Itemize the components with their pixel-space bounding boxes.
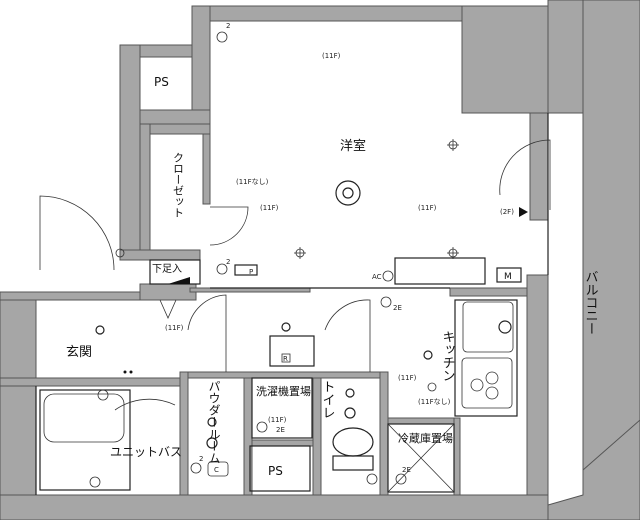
anno-light-11f-top: (11F) — [322, 52, 341, 60]
wall-bottom — [0, 494, 549, 520]
anno-outlet-2e-kitchen: 2E — [393, 304, 402, 312]
wall-right-pillar — [529, 112, 549, 221]
anno-11f-nashi-closet: (11Fなし) — [236, 178, 269, 186]
wall-bath-right — [179, 371, 189, 496]
wall-ps-bottom — [139, 109, 211, 125]
anno-outlet-2-bath: 2 — [199, 455, 203, 463]
wall-ps-bottom-top — [251, 439, 314, 447]
wall-ps-top — [139, 44, 193, 58]
anno-meter: M — [504, 272, 512, 282]
anno-bath-c: C — [214, 466, 219, 474]
label-ps-top: PS — [154, 75, 169, 89]
wall-closet-bottom — [119, 249, 201, 261]
anno-11f-nashi-kitchen: (11Fなし) — [418, 398, 451, 406]
wall-toilet-right — [379, 371, 389, 496]
wall-bath-top — [0, 377, 181, 387]
wall-closet-top-inner — [149, 123, 211, 135]
kitchen-light — [423, 350, 433, 360]
anno-11f-washer: (11F) — [268, 416, 287, 424]
doors — [39, 139, 551, 411]
label-powder-room: パウダールーム — [207, 380, 221, 464]
label-washer-space: 洗濯機置場 — [256, 384, 311, 398]
wall-closet-left — [139, 123, 151, 258]
shoe-mark — [168, 277, 190, 284]
anno-11f-hall: (11F) — [165, 324, 184, 332]
wall-fridge-right — [453, 417, 461, 496]
label-unit-bath: ユニットバス — [110, 445, 182, 459]
label-balcony: バルコニー — [583, 270, 599, 335]
anno-outlet-2e-fridge: 2E — [402, 466, 411, 474]
toilet-bowl — [332, 427, 374, 457]
bath-controller — [207, 461, 229, 477]
wall-kitchen-top — [449, 287, 528, 297]
intercom-box — [281, 353, 291, 363]
powder-light — [207, 417, 217, 427]
fixtures — [89, 31, 528, 488]
label-entrance: 玄関 — [66, 345, 92, 360]
ceiling-light-main — [335, 180, 361, 206]
anno-outlet-2-shoe: 2 — [226, 258, 230, 266]
label-western-room: 洋室 — [340, 138, 366, 154]
anno-intercom-r: R — [283, 355, 288, 363]
wall-fridge-top — [387, 417, 459, 425]
anno-outlet-2e-washer: 2E — [276, 426, 285, 434]
toilet-fan — [344, 407, 356, 419]
outlet-symbols — [89, 31, 437, 488]
label-kitchen: キッチン — [440, 330, 455, 382]
label-fridge-space: 冷蔵庫置場 — [398, 431, 453, 445]
wall-top-right-block — [461, 5, 549, 114]
label-toilet: トイレ — [320, 380, 335, 419]
powder-fan — [206, 437, 218, 449]
wall-right-lower — [526, 274, 549, 520]
wall-left-outer — [0, 291, 37, 520]
toilet-light — [345, 388, 355, 398]
anno-ac: AC — [372, 273, 382, 281]
label-ps-bottom: PS — [268, 464, 283, 478]
label-closet: クローゼット — [172, 152, 185, 218]
wall-wet-top — [187, 371, 381, 379]
anno-11f-center: (11F) — [418, 204, 437, 212]
wall-closet-top — [191, 5, 211, 125]
label-shoe-storage: 下足入 — [152, 263, 182, 275]
annotations: (11F) (11Fなし) (11F) (11F) (2F) (11F) (11… — [165, 22, 514, 474]
wall-left-column — [119, 44, 141, 258]
hall-light — [281, 322, 291, 332]
crosshair-lights — [294, 139, 459, 259]
wall-closet-right — [202, 133, 211, 205]
anno-outlet-2-top: 2 — [226, 22, 230, 30]
anno-11f-closet: (11F) — [260, 204, 279, 212]
entrance-light — [95, 325, 105, 335]
room-lines — [35, 113, 549, 495]
wall-right-bottom — [547, 419, 640, 520]
panel-box — [234, 264, 258, 276]
meter-box — [496, 267, 522, 283]
anno-11f-kitchen: (11F) — [398, 374, 417, 382]
wall-shoe-bottom — [139, 283, 197, 301]
outlet-2f-marker — [519, 207, 528, 217]
anno-2f-outlet: (2F) — [500, 208, 514, 216]
anno-panel-p: P — [249, 268, 253, 276]
wall-powder-right — [243, 371, 253, 496]
